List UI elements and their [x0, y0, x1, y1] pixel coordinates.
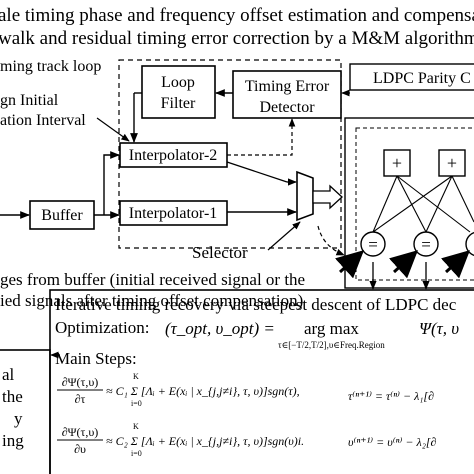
- ted-label-1: Timing Error: [245, 78, 330, 95]
- selector-feedback-curve: [317, 225, 345, 256]
- eq1-lhs-den: ∂τ: [75, 392, 86, 406]
- optimization-psi: Ψ(τ, υ: [419, 319, 459, 338]
- interpolator-1-label: Interpolator-1: [129, 205, 218, 222]
- eq2-sum-top: K: [133, 422, 139, 431]
- selector-pointer-arrow: [267, 221, 301, 251]
- ldpc-parity-label: LDPC Parity C: [373, 70, 471, 87]
- optimization-lhs: (τ_opt, υ_opt) =: [165, 319, 275, 338]
- loop-filter-label-2: Filter: [161, 95, 196, 112]
- left-box-line-2: the: [2, 387, 23, 406]
- initial-interval-label-2: ation Interval: [0, 112, 86, 129]
- variable-node-2: [413, 231, 439, 257]
- optimization-label: Optimization:: [55, 318, 149, 337]
- timing-loop-boundary: [118, 59, 342, 249]
- left-box-line-3: y: [14, 409, 23, 428]
- variable-node-1-symbol: =: [368, 235, 378, 254]
- variable-node-3: [465, 231, 474, 257]
- interval-pointer-arrow: [96, 117, 130, 142]
- interpolator-2-block: [119, 142, 228, 168]
- header-line-1: ale timing phase and frequency offset es…: [0, 5, 474, 26]
- ldpc-inner-dashed: [355, 127, 474, 281]
- selector-mux[interactable]: [296, 170, 314, 222]
- loop-filter-label-1: Loop: [161, 74, 195, 91]
- check-node-1-symbol: +: [392, 153, 402, 173]
- left-box-line-1: al: [2, 365, 15, 384]
- variable-node-1: [360, 231, 386, 257]
- initial-interval-label-1: gn Initial: [0, 92, 59, 109]
- ldpc-graph-box: [344, 117, 474, 289]
- recovery-title: Iterative timing recovery via steepest d…: [55, 295, 457, 314]
- optimization-argmax: arg max: [304, 319, 359, 338]
- eq1-sum-bot: i=0: [131, 399, 142, 408]
- variable-node-2-symbol: =: [421, 235, 431, 254]
- timing-track-loop-label: ming track loop: [0, 58, 101, 75]
- note-line-1: ges from buffer (initial received signal…: [0, 270, 305, 289]
- selector-label: Selector: [192, 243, 248, 262]
- tanner-edges: [372, 175, 474, 233]
- check-node-2-symbol: +: [447, 153, 457, 173]
- selector-output-arrow: [312, 184, 343, 210]
- interpolator-2-label: Interpolator-2: [129, 147, 218, 164]
- interp2-to-ted-path: [227, 118, 296, 156]
- left-partial-box: [0, 349, 51, 474]
- llr-input-arrow-2: [388, 250, 418, 279]
- buffer-label: Buffer: [41, 207, 83, 224]
- eq2-sum-bot: i=0: [131, 449, 142, 458]
- header-line-2: walk and residual timing error correctio…: [0, 28, 474, 49]
- eq2-lhs-den: ∂υ: [74, 442, 86, 456]
- eq2-lhs-num: ∂Ψ(τ,υ): [62, 425, 99, 439]
- eq1-sum-top: K: [133, 372, 139, 381]
- llr-input-arrow-3: [440, 250, 470, 279]
- llr-input-arrow-1: [334, 250, 364, 279]
- buffer-to-interp2-arrow: [103, 151, 120, 215]
- update-tau: τ⁽ⁿ⁺¹⁾ = τ⁽ⁿ⁾ − λ₁[∂: [348, 389, 434, 403]
- update-upsilon: υ⁽ⁿ⁺¹⁾ = υ⁽ⁿ⁾ − λ₂[∂: [348, 435, 437, 449]
- check-node-1: [383, 149, 411, 177]
- optimization-argmax-sub: τ∈[−T/2,T/2],υ∈Freq.Region: [278, 340, 385, 350]
- buffer-block: [29, 200, 95, 230]
- eq2-rhs: ≈ C₂ Σ [Λᵢ + E(xᵢ | x_{j,j≠i}, τ, υ)]sgn…: [106, 434, 304, 448]
- interpolator-1-block: [119, 200, 228, 226]
- ldpc-label-box: [349, 63, 474, 91]
- eq1-rhs: ≈ C₁ Σ [Λᵢ + E(xᵢ | x_{j,j≠i}, τ, υ)]sgn…: [106, 384, 300, 398]
- note-line-2: ied signals after timing offset compensa…: [0, 291, 303, 310]
- timing-error-detector-block: [232, 70, 342, 119]
- main-steps-label: Main Steps:: [55, 349, 137, 368]
- ted-label-2: Detector: [259, 99, 315, 116]
- loop-filter-block: [141, 65, 216, 119]
- left-box-line-4: ing: [2, 431, 24, 450]
- eq1-lhs-num: ∂Ψ(τ,υ): [62, 375, 99, 389]
- check-node-2: [438, 149, 466, 177]
- interp2-to-selector-arrow: [226, 161, 288, 183]
